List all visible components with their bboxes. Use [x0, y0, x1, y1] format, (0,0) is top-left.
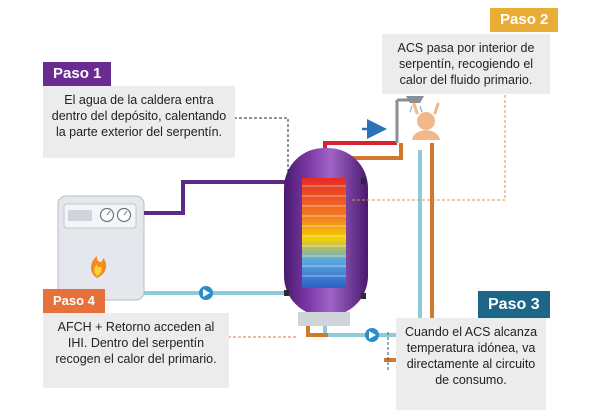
boiler-supply-pipe — [144, 180, 292, 215]
pump-icon — [365, 328, 379, 342]
step-3-tag: Paso 3 — [478, 291, 550, 318]
step-1-tag: Paso 1 — [43, 62, 112, 86]
pump-icon — [199, 286, 213, 300]
step-connector-lines — [228, 95, 506, 370]
step-4-description: AFCH + Retorno acceden al IHI. Dentro de… — [43, 313, 229, 388]
person-icon — [412, 102, 440, 140]
tank-connector — [284, 178, 366, 299]
boiler-icon — [57, 195, 145, 301]
step-4-tag: Paso 4 — [43, 289, 105, 313]
step-2-description: ACS pasa por interior de serpentín, reco… — [382, 34, 550, 94]
coil-icon — [302, 178, 346, 288]
step-2-tag: Paso 2 — [490, 8, 559, 32]
flame-icon — [90, 256, 107, 278]
step-3-description: Cuando el ACS alcanza temperatura idónea… — [396, 318, 546, 410]
step-1-description: El agua de la caldera entra dentro del d… — [43, 86, 235, 158]
